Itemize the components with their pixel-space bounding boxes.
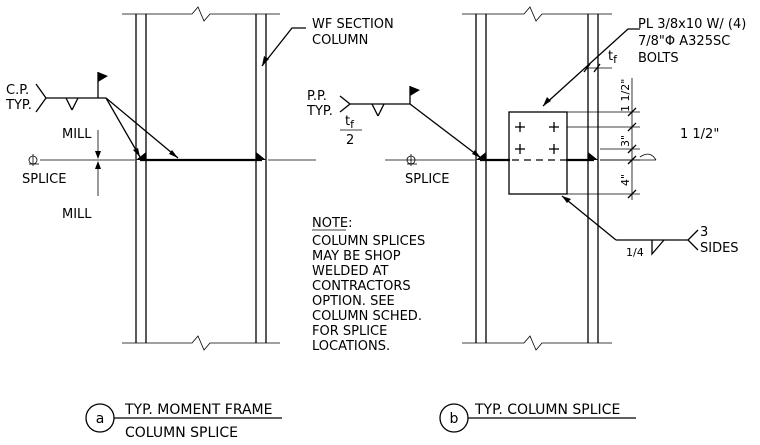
- note-heading: NOTE:: [312, 216, 353, 231]
- weld-bevel-a-1: [65, 97, 73, 111]
- mill-arrow-bottom: [95, 161, 101, 169]
- wf-section-label-2: COLUMN: [312, 33, 368, 48]
- sides-number: 3: [700, 225, 708, 240]
- note-line-8: LOCATIONS.: [312, 339, 390, 354]
- splice-label-a: SPLICE: [22, 172, 66, 187]
- tf-label: tf: [608, 49, 618, 66]
- note-line-6: COLUMN SCHED.: [312, 309, 422, 324]
- note-line-7: FOR SPLICE: [312, 324, 387, 339]
- title-b: b TYP. COLUMN SPLICE: [439, 402, 636, 433]
- tf-tick-2: [593, 63, 601, 73]
- weld-b-right: [588, 152, 598, 160]
- fillet-weld-symbol: [651, 239, 665, 256]
- plate-callout-arrowhead: [543, 97, 551, 106]
- dim-mid-label: 3": [619, 135, 632, 147]
- fillet-arrowhead: [562, 196, 571, 203]
- break-line-b-top: [462, 6, 612, 22]
- bolt-1: [515, 122, 525, 132]
- fillet-leader: [561, 195, 617, 241]
- note-line-3: WELDED AT: [312, 264, 389, 279]
- centerline-symbol-a: [28, 154, 39, 166]
- detail-a: WF SECTION COLUMN C.P. TYP. MILL MILL SP…: [5, 6, 394, 351]
- bolt-pattern: [515, 122, 559, 154]
- fillet-size-label: 1/4: [626, 246, 644, 259]
- centerline-symbol-b: [406, 154, 417, 166]
- weld-arrowhead-a-1: [133, 148, 140, 157]
- plate-callout-3: BOLTS: [638, 51, 679, 66]
- detail-bubble-a-letter: a: [96, 411, 105, 427]
- title-a: a TYP. MOMENT FRAME COLUMN SPLICE: [85, 402, 282, 441]
- tf-tick-1: [583, 63, 591, 73]
- weld-arrow-b: [409, 103, 482, 159]
- note-line-4: CONTRACTORS: [312, 279, 411, 294]
- splice-label-b: SPLICE: [405, 172, 449, 187]
- sides-label: SIDES: [700, 241, 739, 256]
- bolt-3: [515, 144, 525, 154]
- weld-label-a-1: C.P.: [6, 83, 29, 98]
- dim-bot-label: 4": [619, 174, 632, 186]
- mill-label-bottom: MILL: [62, 207, 92, 222]
- weld-a-left: [136, 152, 146, 160]
- plate-callout-leader: [542, 28, 640, 107]
- weld-tail-a: [35, 83, 47, 113]
- note-block: NOTE: COLUMN SPLICES MAY BE SHOP WELDED …: [312, 216, 425, 354]
- bolt-2: [549, 122, 559, 132]
- dim-top-label: 1 1/2": [619, 79, 632, 112]
- dim-side-label: 1 1/2": [680, 127, 719, 142]
- fillet-tail: [687, 229, 699, 251]
- bolt-4: [549, 144, 559, 154]
- weld-b-left: [476, 152, 486, 160]
- weld-label-b-2: TYP.: [306, 104, 333, 119]
- dim-ticks: [627, 107, 637, 199]
- fraction-denominator: 2: [346, 133, 354, 148]
- weld-bevel-b-2: [377, 103, 385, 117]
- note-line-5: OPTION. SEE: [312, 294, 395, 309]
- wf-section-arrowhead: [262, 56, 269, 66]
- splice-plate: [508, 111, 568, 195]
- mill-label-top: MILL: [62, 127, 92, 142]
- field-weld-flag-b: [410, 86, 420, 96]
- weld-arrow-a-2: [105, 97, 179, 159]
- note-line-2: MAY BE SHOP: [312, 249, 401, 264]
- weld-label-b-1: P.P.: [307, 89, 327, 104]
- weld-tail-b: [339, 95, 352, 113]
- break-line-a-bottom: [122, 335, 280, 351]
- wf-section-leader: [261, 27, 306, 67]
- mill-arrow-top: [95, 151, 101, 159]
- weld-label-a-2: TYP.: [5, 98, 32, 113]
- plate-callout-2: 7/8"Φ A325SC: [638, 34, 730, 49]
- weld-bevel-b-1: [371, 103, 379, 117]
- break-line-a-top: [122, 6, 280, 22]
- weld-a-right: [256, 152, 266, 160]
- break-line-b-bottom: [462, 335, 612, 351]
- note-line-1: COLUMN SPLICES: [312, 234, 425, 249]
- dim-side-leader: [639, 153, 657, 161]
- weld-bevel-a-2: [71, 97, 79, 111]
- weld-arrowhead-a-2: [169, 150, 178, 158]
- title-b-text: TYP. COLUMN SPLICE: [474, 402, 620, 418]
- title-a-line-1: TYP. MOMENT FRAME: [124, 402, 272, 418]
- title-a-line-2: COLUMN SPLICE: [125, 425, 238, 441]
- weld-arrowhead-b: [472, 150, 481, 158]
- plate-callout-1: PL 3/8x10 W/ (4): [638, 17, 746, 32]
- fraction-numerator: tf: [345, 114, 355, 131]
- weld-arrow-a-1: [105, 97, 141, 158]
- wf-section-label-1: WF SECTION: [312, 17, 394, 32]
- detail-b: PL 3/8x10 W/ (4) 7/8"Φ A325SC BOLTS tf P…: [306, 6, 746, 351]
- detail-bubble-b-letter: b: [450, 411, 459, 427]
- field-weld-flag-a: [98, 72, 108, 82]
